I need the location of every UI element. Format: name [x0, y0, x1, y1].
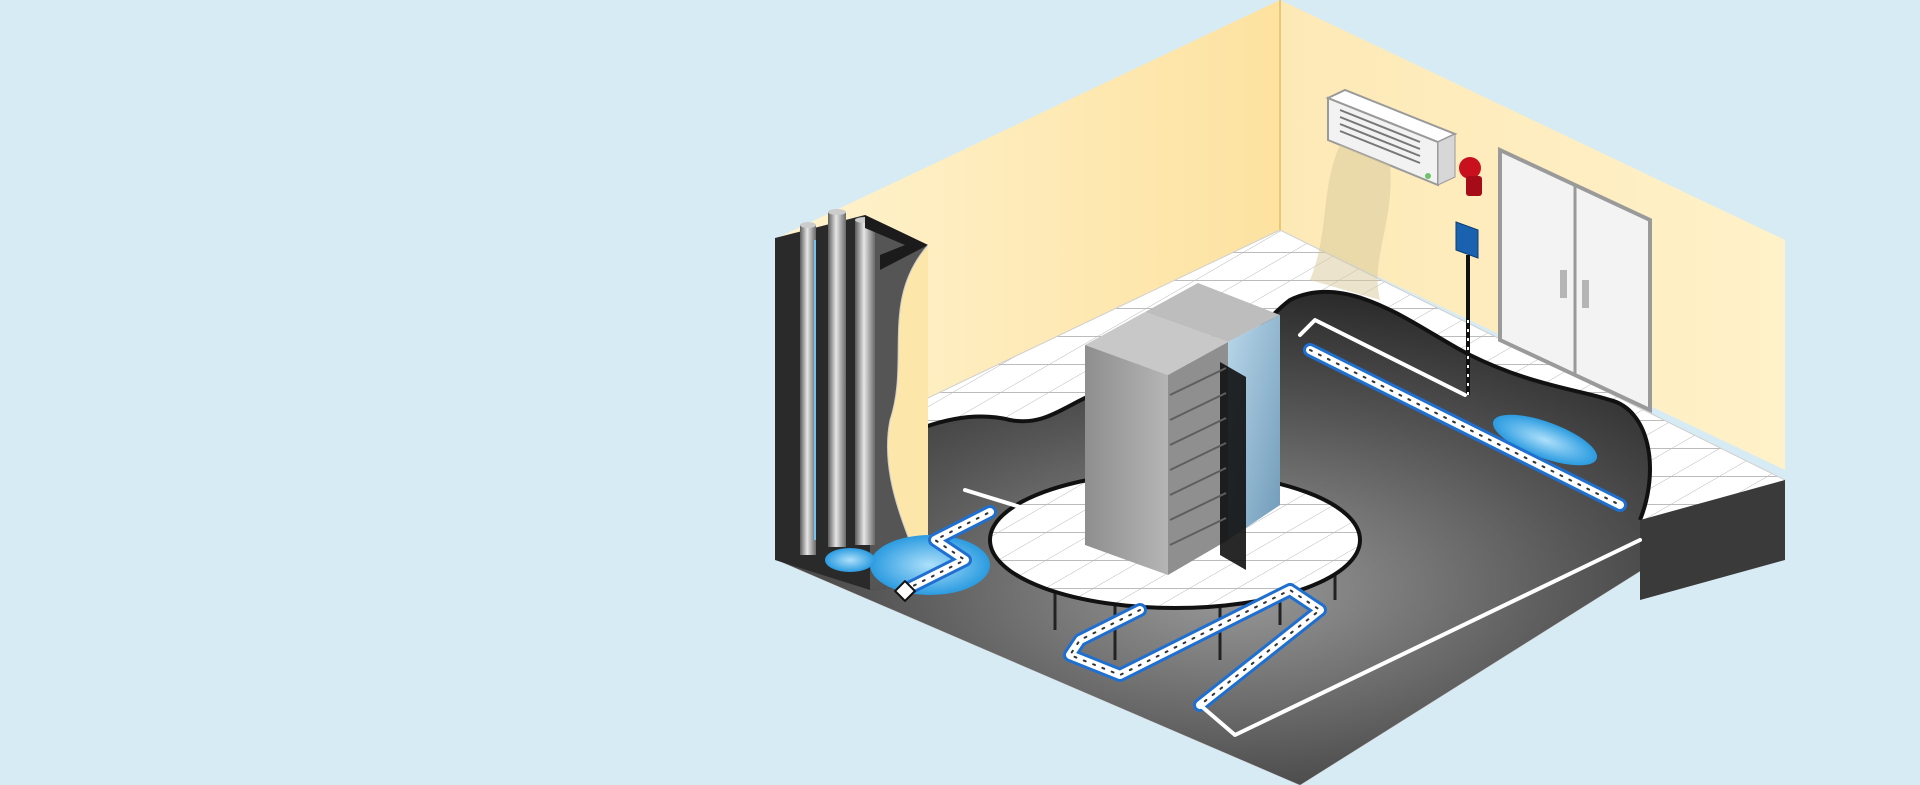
leak-sensing-cable-icon: [894, 318, 1642, 737]
air-conditioner-icon: [1310, 88, 1458, 300]
door-icon: [1498, 146, 1652, 414]
riser-pipes: [775, 209, 929, 590]
server-rack-icon: [1085, 283, 1280, 575]
alarm-bell-icon: [1459, 157, 1482, 196]
leak-detection-panel-icon: [1455, 221, 1479, 395]
